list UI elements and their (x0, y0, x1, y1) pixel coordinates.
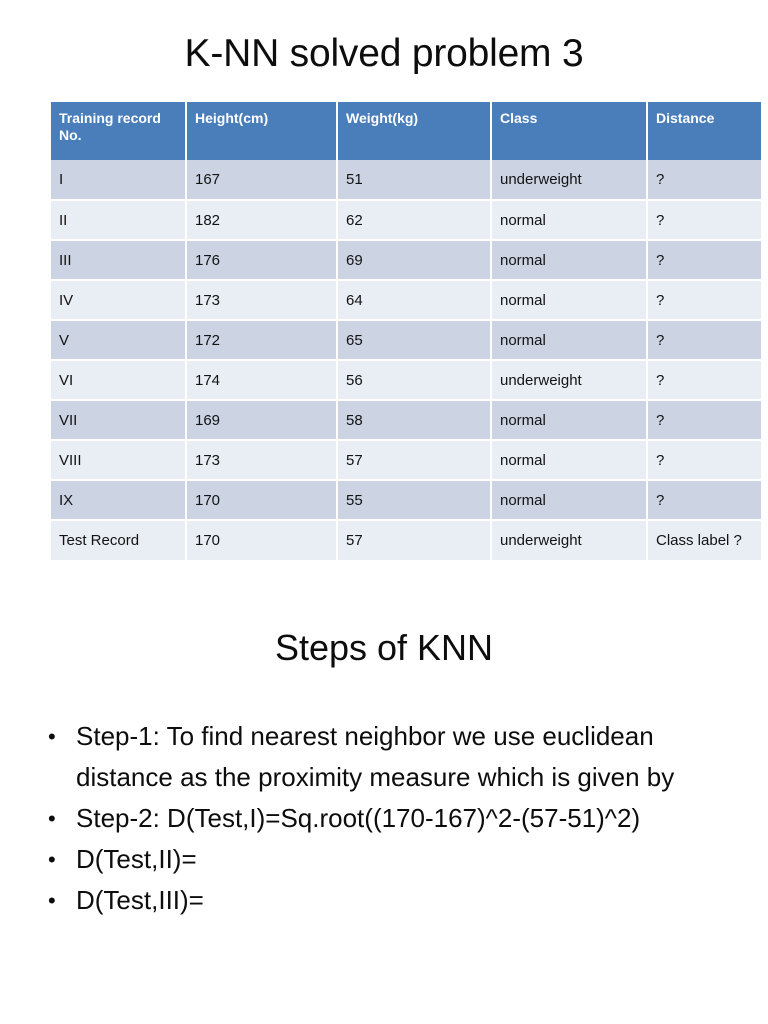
cell-record: VIII (51, 440, 187, 481)
page-title: K-NN solved problem 3 (184, 32, 584, 75)
cell-weight: 55 (337, 480, 492, 521)
cell-class: normal (491, 440, 648, 481)
cell-class: normal (491, 280, 648, 321)
list-item: Step-2: D(Test,I)=Sq.root((170-167)^2-(5… (40, 798, 740, 839)
table-row: V 172 65 normal ? (51, 320, 761, 361)
table-row: IV 173 64 normal ? (51, 280, 761, 321)
table-row: VI 174 56 underweight ? (51, 360, 761, 401)
step-text: Step-2: D(Test,I)=Sq.root((170-167)^2-(5… (76, 803, 641, 833)
cell-weight: 69 (337, 240, 492, 281)
cell-height: 174 (186, 360, 338, 401)
cell-distance: ? (647, 440, 761, 481)
cell-class: underweight (491, 520, 648, 560)
list-item: D(Test,II)= (40, 839, 740, 880)
cell-class: normal (491, 400, 648, 441)
cell-weight: 57 (337, 520, 492, 560)
table-row-test-record: Test Record 170 57 underweight Class lab… (51, 520, 761, 560)
step-text: D(Test,II)= (76, 844, 197, 874)
knn-data-table: Training record No. Height(cm) Weight(kg… (51, 102, 761, 560)
cell-record: IV (51, 280, 187, 321)
knn-data-table-container: Training record No. Height(cm) Weight(kg… (51, 102, 761, 560)
table-header-row: Training record No. Height(cm) Weight(kg… (51, 102, 761, 160)
table-row: II 182 62 normal ? (51, 200, 761, 241)
cell-height: 170 (186, 480, 338, 521)
list-item: Step-1: To find nearest neighbor we use … (40, 716, 740, 798)
cell-height: 167 (186, 160, 338, 201)
cell-class: normal (491, 240, 648, 281)
step-text: D(Test,III)= (76, 885, 204, 915)
cell-weight: 64 (337, 280, 492, 321)
step-text: Step-1: To find nearest neighbor we use … (76, 721, 675, 792)
column-header-weight: Weight(kg) (337, 102, 492, 160)
cell-weight: 62 (337, 200, 492, 241)
cell-weight: 56 (337, 360, 492, 401)
cell-height: 173 (186, 280, 338, 321)
cell-record: I (51, 160, 187, 201)
table-row: VIII 173 57 normal ? (51, 440, 761, 481)
cell-distance: ? (647, 280, 761, 321)
cell-height: 176 (186, 240, 338, 281)
cell-height: 170 (186, 520, 338, 560)
table-row: VII 169 58 normal ? (51, 400, 761, 441)
cell-distance: ? (647, 480, 761, 521)
cell-distance: ? (647, 160, 761, 201)
cell-distance: ? (647, 240, 761, 281)
cell-distance: ? (647, 200, 761, 241)
table-header: Training record No. Height(cm) Weight(kg… (51, 102, 761, 160)
cell-height: 172 (186, 320, 338, 361)
cell-record: Test Record (51, 520, 187, 560)
cell-record: IX (51, 480, 187, 521)
cell-class: underweight (491, 160, 648, 201)
column-header-class: Class (491, 102, 648, 160)
cell-height: 182 (186, 200, 338, 241)
table-row: III 176 69 normal ? (51, 240, 761, 281)
cell-class: underweight (491, 360, 648, 401)
section-heading-steps-of-knn: Steps of KNN (274, 627, 494, 668)
table-body: I 167 51 underweight ? II 182 62 normal … (51, 160, 761, 560)
cell-record: VII (51, 400, 187, 441)
column-header-height: Height(cm) (186, 102, 338, 160)
steps-list: Step-1: To find nearest neighbor we use … (40, 716, 740, 921)
cell-distance: ? (647, 400, 761, 441)
list-item: D(Test,III)= (40, 880, 740, 921)
cell-record: III (51, 240, 187, 281)
cell-distance: ? (647, 360, 761, 401)
cell-weight: 65 (337, 320, 492, 361)
cell-record: V (51, 320, 187, 361)
cell-height: 169 (186, 400, 338, 441)
table-row: IX 170 55 normal ? (51, 480, 761, 521)
cell-record: II (51, 200, 187, 241)
table-row: I 167 51 underweight ? (51, 160, 761, 201)
column-header-distance: Distance (647, 102, 761, 160)
cell-weight: 58 (337, 400, 492, 441)
cell-weight: 51 (337, 160, 492, 201)
cell-class: normal (491, 200, 648, 241)
cell-class: normal (491, 480, 648, 521)
cell-record: VI (51, 360, 187, 401)
cell-class: normal (491, 320, 648, 361)
cell-weight: 57 (337, 440, 492, 481)
column-header-training-record-no: Training record No. (51, 102, 187, 160)
cell-distance: Class label ? (647, 520, 761, 560)
cell-distance: ? (647, 320, 761, 361)
cell-height: 173 (186, 440, 338, 481)
